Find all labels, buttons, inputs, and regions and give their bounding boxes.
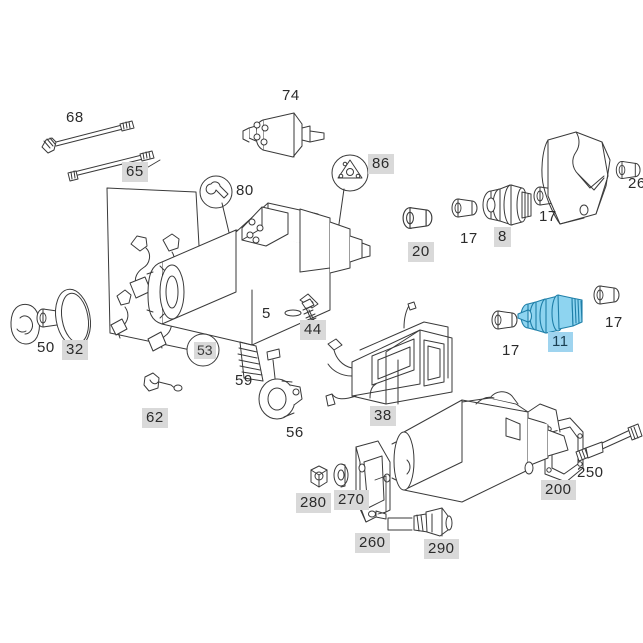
part-5-armature-housing <box>146 202 371 346</box>
part-label-280[interactable]: 280 <box>296 493 331 513</box>
part-label-80[interactable]: 80 <box>236 182 254 199</box>
part-280-nut <box>310 465 328 488</box>
part-11-selected-drive-pinion <box>517 294 583 334</box>
part-label-250[interactable]: 250 <box>577 464 604 481</box>
part-label-44[interactable]: 44 <box>300 320 326 340</box>
part-17d-bushing <box>593 285 620 305</box>
part-label-56[interactable]: 56 <box>286 424 304 441</box>
part-label-17-a[interactable]: 17 <box>460 230 478 247</box>
part-56-brake-disc <box>258 348 303 420</box>
part-label-59[interactable]: 59 <box>235 372 253 389</box>
part-label-17-b[interactable]: 17 <box>539 208 557 225</box>
part-label-62[interactable]: 62 <box>142 408 168 428</box>
part-label-5[interactable]: 5 <box>262 305 271 322</box>
part-label-38[interactable]: 38 <box>370 406 396 426</box>
part-label-26[interactable]: 26 <box>628 175 643 192</box>
part-label-290[interactable]: 290 <box>424 539 459 559</box>
part-label-11-selected[interactable]: 11 <box>548 332 573 352</box>
part-label-17-d[interactable]: 17 <box>605 314 623 331</box>
part-label-8[interactable]: 8 <box>494 227 511 247</box>
part-68-through-bolt <box>41 120 135 154</box>
part-59-spring <box>237 341 264 382</box>
part-label-17-c[interactable]: 17 <box>502 342 520 359</box>
part-8-drive-pinion <box>482 184 532 226</box>
part-label-86[interactable]: 86 <box>368 154 394 174</box>
part-label-260[interactable]: 260 <box>355 533 390 553</box>
part-270-washer <box>333 463 349 488</box>
part-label-53[interactable]: 53 <box>194 342 216 359</box>
part-74-solenoid-switch <box>242 112 325 158</box>
part-290-terminal-stud <box>387 507 453 537</box>
part-250-mounting-bolt <box>575 423 643 462</box>
part-62-lever-fork <box>143 372 183 392</box>
part-50-end-cap <box>10 303 40 345</box>
part-32-o-ring <box>55 288 91 348</box>
part-86-triangular-bracket <box>331 154 369 239</box>
part-17c-bushing <box>491 310 518 330</box>
part-68-through-bolt-second <box>67 150 155 182</box>
part-17a-bushing <box>451 198 478 218</box>
part-label-74[interactable]: 74 <box>282 87 300 104</box>
part-label-32[interactable]: 32 <box>62 340 88 360</box>
part-20-thrust-washer <box>402 207 433 229</box>
part-label-50[interactable]: 50 <box>37 339 55 356</box>
part-label-68[interactable]: 68 <box>66 109 84 126</box>
starter-motor-lower-assembly <box>391 391 569 503</box>
bell-housing-bracket <box>541 131 611 225</box>
part-label-20[interactable]: 20 <box>408 242 434 262</box>
part-label-65[interactable]: 65 <box>122 162 148 182</box>
part-80-wrench-callout <box>199 175 237 263</box>
part-38-field-coil <box>325 301 453 407</box>
part-label-270[interactable]: 270 <box>334 490 369 510</box>
part-label-200[interactable]: 200 <box>541 480 576 500</box>
